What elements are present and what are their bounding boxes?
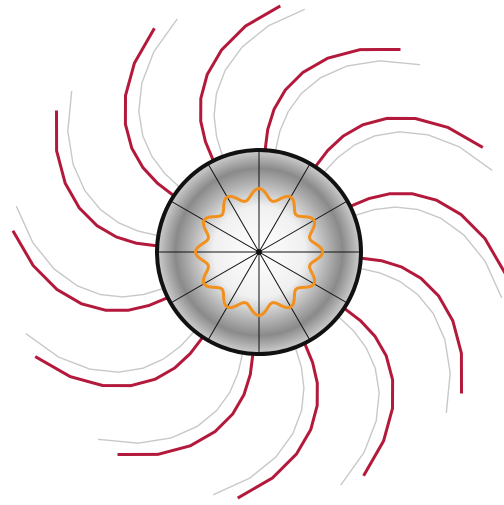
- arm-shadow-curve: [98, 353, 243, 444]
- red-arm-curve: [238, 343, 318, 498]
- red-arm-curve: [201, 6, 281, 161]
- center-hub: [256, 249, 262, 255]
- red-arm-curve: [344, 308, 393, 476]
- red-arm-curve: [350, 194, 504, 274]
- red-arm-curve: [125, 28, 173, 196]
- red-arm-curve: [315, 118, 483, 166]
- arm-shadow-curve: [275, 61, 420, 152]
- red-arm-curve: [35, 337, 203, 386]
- disk-layer: [157, 150, 361, 354]
- arm-shadow-curve: [360, 268, 451, 413]
- arm-shadow-curve: [68, 91, 159, 236]
- red-arm-curve: [13, 231, 168, 311]
